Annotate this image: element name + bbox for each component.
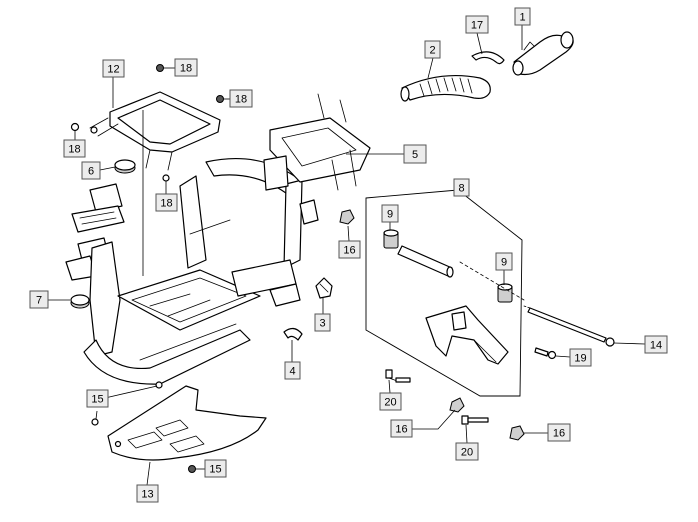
callout-label: 2: [429, 45, 435, 57]
leader-lines: [48, 25, 646, 486]
nut-16b: [449, 397, 465, 413]
callout-18-middle: 18: [155, 193, 178, 212]
callout-9-right: 9: [495, 252, 513, 271]
callout-label: 16: [395, 424, 407, 436]
callout-label: 9: [387, 209, 393, 221]
bracket-assembly-group: [365, 189, 615, 397]
nut-18d: [162, 174, 170, 182]
callout-label: 9: [501, 257, 507, 269]
callout-17: 17: [465, 15, 489, 34]
callout-label: 18: [180, 63, 192, 75]
callout-label: 6: [88, 166, 94, 178]
callout-14: 14: [644, 335, 668, 354]
callout-19: 19: [569, 348, 592, 367]
under-cover-part: [107, 385, 267, 461]
callout-label: 13: [141, 489, 153, 501]
rear-carrier-frame-part: [89, 91, 221, 171]
callout-20-left: 20: [379, 392, 402, 411]
main-frame-part: [83, 93, 371, 385]
callout-15-top: 15: [86, 389, 109, 408]
callout-4: 4: [284, 361, 301, 380]
callout-2: 2: [424, 40, 441, 59]
callout-13: 13: [136, 484, 159, 503]
clamp-band-part: [471, 51, 505, 65]
callout-18-right: 18: [229, 89, 253, 108]
grommet-part-7: [70, 294, 90, 309]
callout-label: 4: [289, 366, 295, 378]
nut-16c: [509, 425, 525, 441]
callout-label: 14: [650, 340, 662, 352]
callout-label: 12: [107, 64, 119, 76]
nut-18c: [70, 122, 80, 132]
bolt-20b: [461, 415, 489, 425]
callout-label: 7: [36, 295, 42, 307]
corrugated-hose-part: [400, 74, 491, 102]
clip-part-3: [315, 277, 333, 299]
callout-label: 8: [458, 183, 464, 195]
callout-label: 19: [574, 353, 586, 365]
band-clip-part-4: [283, 327, 303, 341]
nut-15a: [155, 381, 163, 389]
nut-16a: [339, 209, 355, 225]
callout-label: 3: [319, 318, 325, 330]
callout-label: 15: [91, 394, 103, 406]
callout-label: 5: [412, 149, 418, 161]
callout-16-lower-left: 16: [390, 419, 413, 438]
callout-7: 7: [29, 290, 49, 309]
callout-label: 17: [471, 20, 483, 32]
callout-16-lower-right: 16: [547, 423, 571, 442]
callout-label: 15: [209, 464, 221, 476]
callout-18-left: 18: [63, 139, 86, 158]
callout-1: 1: [514, 7, 531, 26]
nut-18a: [156, 64, 164, 72]
callout-8: 8: [453, 178, 470, 197]
callout-20-right: 20: [455, 442, 479, 461]
callout-label: 18: [235, 94, 247, 106]
nut-15b: [91, 418, 99, 426]
callout-12: 12: [102, 59, 125, 78]
nut-15c: [188, 465, 196, 473]
intake-duct-part: [512, 31, 574, 76]
callout-label: 18: [68, 144, 80, 156]
callout-label: 20: [461, 447, 473, 459]
callout-15-bottom: 15: [204, 459, 227, 478]
callout-9-left: 9: [381, 204, 399, 223]
callout-6: 6: [81, 161, 101, 180]
callout-16-upper: 16: [338, 240, 361, 259]
grommet-part-6: [114, 159, 136, 174]
callout-18-top: 18: [174, 58, 198, 77]
nut-18b: [216, 95, 224, 103]
callout-5: 5: [403, 144, 427, 164]
callout-label: 1: [519, 12, 525, 24]
callout-label: 20: [384, 397, 396, 409]
bolt-20a: [385, 369, 411, 383]
callout-3: 3: [314, 313, 331, 332]
callout-label: 16: [553, 428, 565, 440]
callout-label: 18: [160, 198, 172, 210]
callout-label: 16: [343, 245, 355, 257]
